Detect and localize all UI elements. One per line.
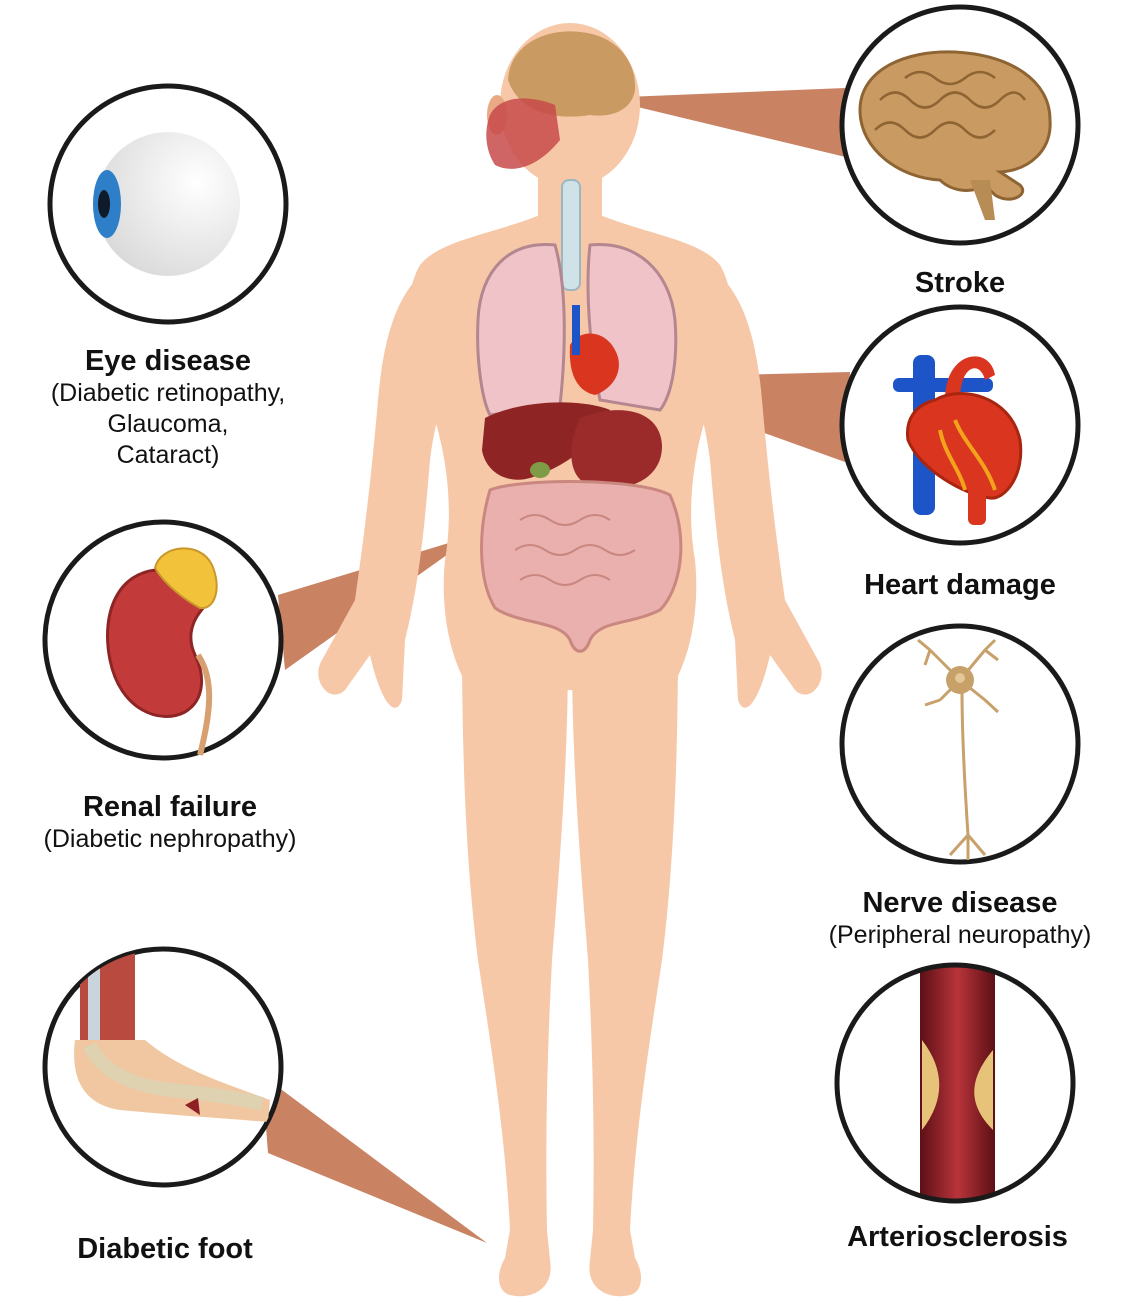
arteriosclerosis-title: Arteriosclerosis — [820, 1220, 1095, 1254]
nerve-disease-title: Nerve disease — [795, 886, 1125, 920]
pulmonary-vein — [893, 378, 993, 392]
foot-callout — [262, 1075, 487, 1243]
renal-failure-subtitle: (Diabetic nephropathy) — [0, 824, 340, 855]
renal-failure-label: Renal failure (Diabetic nephropathy) — [0, 790, 340, 855]
artery-icon — [920, 960, 995, 1210]
stroke-title: Stroke — [860, 266, 1060, 300]
human-body — [318, 23, 821, 1296]
heart-damage-title: Heart damage — [830, 568, 1090, 602]
descending-artery — [968, 480, 986, 525]
eye-disease-label: Eye disease (Diabetic retinopathy, Glauc… — [8, 344, 328, 471]
nerve-disease-subtitle: (Peripheral neuropathy) — [795, 920, 1125, 951]
foot-circle — [45, 949, 281, 1185]
diabetic-foot-label: Diabetic foot — [40, 1232, 290, 1266]
eye-disease-title: Eye disease — [8, 344, 328, 378]
stroke-label: Stroke — [860, 266, 1060, 300]
inner-aorta — [572, 305, 580, 355]
renal-failure-title: Renal failure — [0, 790, 340, 824]
gallbladder — [530, 462, 550, 478]
eye-circle — [50, 86, 286, 322]
pupil — [98, 190, 110, 218]
kidney-circle — [45, 522, 281, 758]
eye-disease-subtitle: (Diabetic retinopathy, Glaucoma, Catarac… — [8, 378, 328, 471]
heart-damage-label: Heart damage — [830, 568, 1090, 602]
neuron-circle — [842, 626, 1078, 862]
left-leg — [462, 640, 568, 1296]
trachea — [562, 180, 580, 290]
heart-circle — [842, 307, 1078, 543]
diabetic-foot-title: Diabetic foot — [40, 1232, 290, 1266]
brain-circle — [842, 7, 1078, 243]
right-leg — [572, 640, 678, 1296]
nerve-disease-label: Nerve disease (Peripheral neuropathy) — [795, 886, 1125, 951]
artery-circle — [837, 960, 1073, 1210]
arteriosclerosis-label: Arteriosclerosis — [820, 1220, 1095, 1254]
